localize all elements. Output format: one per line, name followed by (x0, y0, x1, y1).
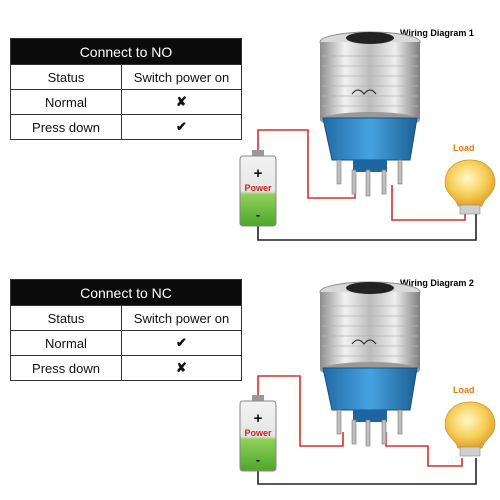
wire-black (257, 212, 477, 241)
no-connection-table: Connect to NO Status Switch power on Nor… (10, 38, 242, 140)
status-cell: Press down (10, 114, 122, 140)
wiring-diagram-2-title: Wiring Diagram 2 (400, 278, 474, 288)
table-row: Press down ✔ (10, 114, 242, 140)
battery-minus-label: - (256, 207, 260, 222)
column-header-switch-power-on: Switch power on (121, 305, 242, 331)
light-bulb-icon: Load (444, 385, 496, 457)
nc-connection-table: Connect to NC Status Switch power on Nor… (10, 279, 242, 381)
checkmark-icon: ✔ (121, 114, 242, 140)
wiring-diagram-1: + Power - Load (239, 31, 496, 241)
light-bulb-icon: Load (444, 143, 496, 215)
column-header-switch-power-on: Switch power on (121, 64, 242, 90)
push-button-switch-icon (319, 281, 421, 447)
battery-minus-label: - (256, 452, 260, 467)
push-button-switch-icon (319, 31, 421, 197)
battery-icon: + Power - (239, 395, 277, 472)
wiring-diagram-2: + Power - Load (239, 281, 496, 485)
wiring-diagram-1-title: Wiring Diagram 1 (400, 28, 474, 38)
battery-power-label: Power (244, 183, 272, 193)
battery-plus-label: + (254, 165, 263, 182)
table-row: Press down ✘ (10, 355, 242, 381)
load-label: Load (453, 385, 475, 395)
cross-icon: ✘ (121, 89, 242, 115)
load-label: Load (453, 143, 475, 153)
wire-red (257, 129, 466, 221)
cross-icon: ✘ (121, 355, 242, 381)
wire-black (257, 458, 477, 485)
table-header: Connect to NC (10, 279, 242, 306)
battery-icon: + Power - (239, 150, 277, 227)
table-header: Connect to NO (10, 38, 242, 65)
battery-power-label: Power (244, 428, 272, 438)
battery-plus-label: + (254, 410, 263, 427)
